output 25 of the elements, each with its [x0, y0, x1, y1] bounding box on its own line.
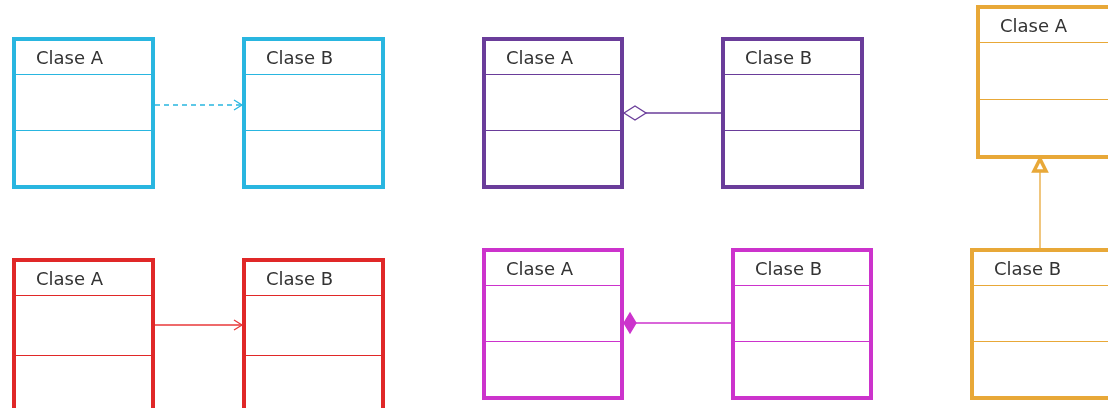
class-name: Clase A [36, 47, 104, 68]
class-name: Clase B [745, 47, 813, 68]
arrow [154, 99, 243, 111]
class-name: Clase A [506, 258, 574, 279]
class-name: Clase A [1000, 15, 1068, 36]
class-box [970, 248, 1108, 400]
class-name: Clase A [506, 47, 574, 68]
arrow [1032, 157, 1048, 249]
association-line [623, 105, 722, 121]
class-box [482, 248, 624, 400]
class-name: Clase B [994, 258, 1062, 279]
association-line [623, 312, 732, 334]
class-box [12, 258, 155, 408]
class-box [12, 37, 155, 189]
class-box [482, 37, 624, 189]
class-box [976, 5, 1108, 159]
class-name: Clase B [755, 258, 823, 279]
arrow [154, 319, 243, 331]
class-name: Clase A [36, 268, 104, 289]
class-box [731, 248, 873, 400]
class-box [721, 37, 864, 189]
class-box [242, 258, 385, 408]
class-name: Clase B [266, 268, 334, 289]
class-name: Clase B [266, 47, 334, 68]
class-box [242, 37, 385, 189]
